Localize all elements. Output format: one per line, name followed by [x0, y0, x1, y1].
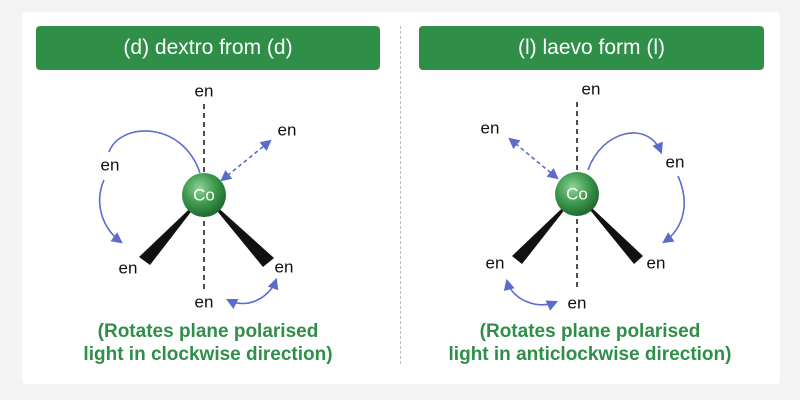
right-panel-title: (l) laevo form (l)	[517, 36, 665, 59]
ligand-label-top: en	[195, 81, 214, 100]
ligand-label-bottom: en	[568, 293, 587, 312]
ligand-label-top: en	[582, 79, 601, 98]
cobalt-label: Co	[193, 185, 215, 204]
diagram-card	[22, 12, 780, 384]
panel-divider	[400, 26, 401, 364]
curved-arrow-left	[98, 179, 123, 244]
right-panel-header: (l) laevo form (l)	[419, 26, 764, 70]
ligand-label-bottom: en	[195, 292, 214, 311]
left-caption-line2: light in clockwise direction)	[83, 344, 333, 365]
cobalt-atom	[182, 173, 226, 217]
left-caption: (Rotates plane polarised light in clockw…	[36, 320, 380, 368]
left-caption-line1: (Rotates plane polarised	[97, 321, 319, 342]
ligand-label-left: en	[101, 155, 120, 174]
cobalt-atom	[555, 172, 599, 216]
dextro-diagram: Co en en en en en en	[98, 81, 297, 311]
right-caption-line1: (Rotates plane polarised	[479, 321, 701, 342]
wedge-bond-lower-right	[204, 195, 274, 267]
ligand-label-lower-left: en	[486, 253, 505, 272]
ligand-label-right: en	[666, 152, 685, 171]
ligand-label-upper-right: en	[278, 120, 297, 139]
wedge-bond-lower-left	[139, 195, 204, 265]
wedge-bond-lower-left	[512, 194, 577, 264]
wedge-bond-lower-right	[577, 194, 643, 264]
curved-double-arrow-bottom	[225, 277, 279, 310]
dashed-double-arrow	[508, 137, 559, 180]
right-caption-line2: light in anticlockwise direction)	[448, 344, 732, 365]
curved-arrow-right	[662, 175, 685, 244]
cobalt-label: Co	[566, 184, 588, 203]
ligand-label-lower-right: en	[647, 253, 666, 272]
curved-double-arrow-bottom	[503, 278, 559, 311]
left-panel-header: (d) dextro from (d)	[36, 26, 380, 70]
curved-arc-top	[108, 130, 201, 174]
ligand-label-upper-left: en	[481, 118, 500, 137]
ligand-label-lower-left: en	[119, 258, 138, 277]
dashed-double-arrow	[220, 139, 272, 182]
left-panel-title: (d) dextro from (d)	[123, 36, 293, 59]
laevo-diagram: Co en en en en en en	[481, 79, 685, 312]
right-caption: (Rotates plane polarised light in anticl…	[410, 320, 770, 368]
curved-arrow-top	[587, 132, 663, 171]
ligand-label-lower-right: en	[275, 257, 294, 276]
